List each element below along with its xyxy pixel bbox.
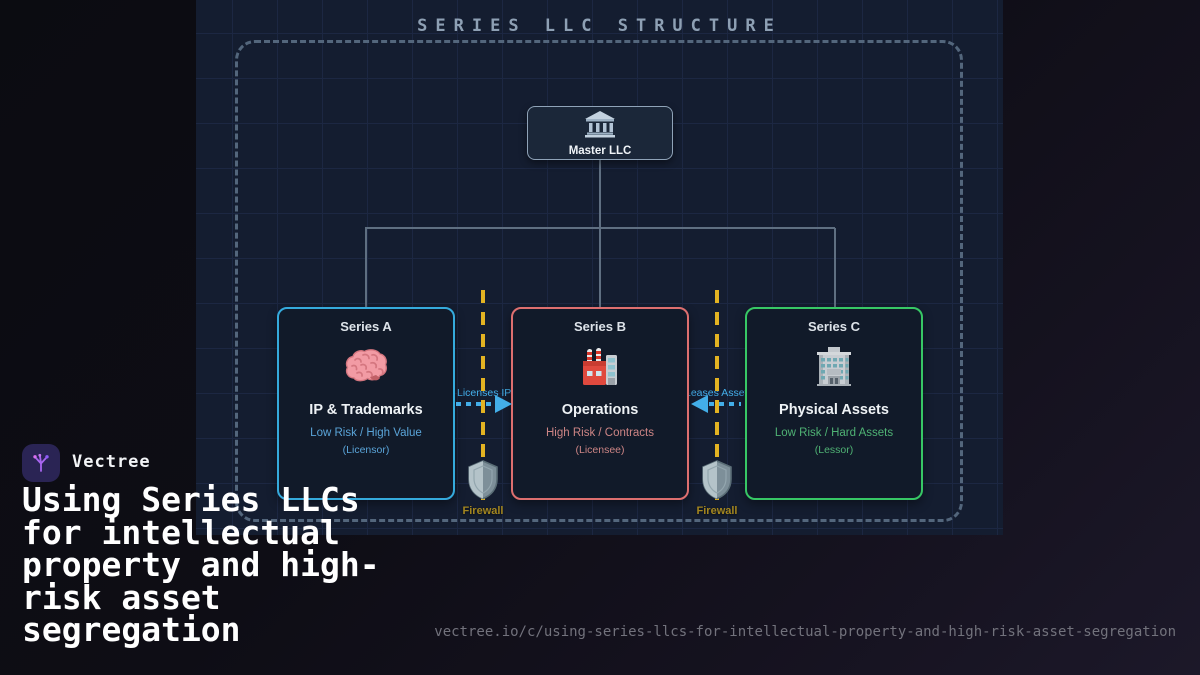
brand-wordmark: Vectree <box>72 452 151 472</box>
licenses-ip-arrow-line <box>456 402 496 406</box>
office-building-icon <box>813 346 855 388</box>
connector-series-a <box>365 228 367 307</box>
shield-icon <box>701 460 733 505</box>
vectree-logo-icon <box>22 444 60 482</box>
series-c-line1: Low Risk / Hard Assets <box>774 427 894 439</box>
series-a-line1: Low Risk / High Value <box>310 427 422 439</box>
licenses-ip-arrowhead-icon <box>495 395 512 413</box>
series-b-name: Operations <box>561 402 639 418</box>
series-a-name: IP & Trademarks <box>309 402 423 418</box>
shield-icon <box>467 460 499 505</box>
connector-master <box>599 160 601 228</box>
bank-icon <box>583 110 617 143</box>
series-a-line2: (Licensor) <box>342 444 390 456</box>
series-c-name: Physical Assets <box>779 402 889 418</box>
firewall-label-2: Firewall <box>696 505 738 517</box>
firewall-line-1 <box>481 290 485 500</box>
page-url[interactable]: vectree.io/c/using-series-llcs-for-intel… <box>434 624 1176 640</box>
series-c-title: Series C <box>807 319 861 334</box>
master-llc-label: Master LLC <box>568 144 632 157</box>
firewall-line-2 <box>715 290 719 500</box>
diagram-title: SERIES LLC STRUCTURE <box>417 16 782 36</box>
connector-series-c <box>834 228 836 307</box>
master-llc-node[interactable]: Master LLC <box>527 106 673 160</box>
diagram-panel: SERIES LLC STRUCTURE Licenses IP Leases … <box>196 0 1003 535</box>
leases-assets-arrow-line <box>699 402 741 406</box>
series-b-line2: (Licensee) <box>575 444 625 456</box>
structure-container <box>235 40 963 522</box>
series-c-node[interactable]: Series C Physical As <box>745 307 923 500</box>
series-a-node[interactable]: Series A IP & Trademarks Low Risk / High… <box>277 307 455 500</box>
page-title: Using Series LLCs for intellectual prope… <box>22 480 380 649</box>
series-b-node[interactable]: Series B Operations High Risk / C <box>511 307 689 500</box>
factory-icon <box>579 346 621 388</box>
brain-icon <box>343 346 389 388</box>
connector-series-b <box>599 228 601 307</box>
series-b-title: Series B <box>573 319 627 334</box>
leases-assets-arrowhead-icon <box>691 395 708 413</box>
series-b-line1: High Risk / Contracts <box>545 427 654 439</box>
series-a-title: Series A <box>340 319 392 334</box>
firewall-label-1: Firewall <box>462 505 504 517</box>
series-c-line2: (Lessor) <box>814 444 854 456</box>
